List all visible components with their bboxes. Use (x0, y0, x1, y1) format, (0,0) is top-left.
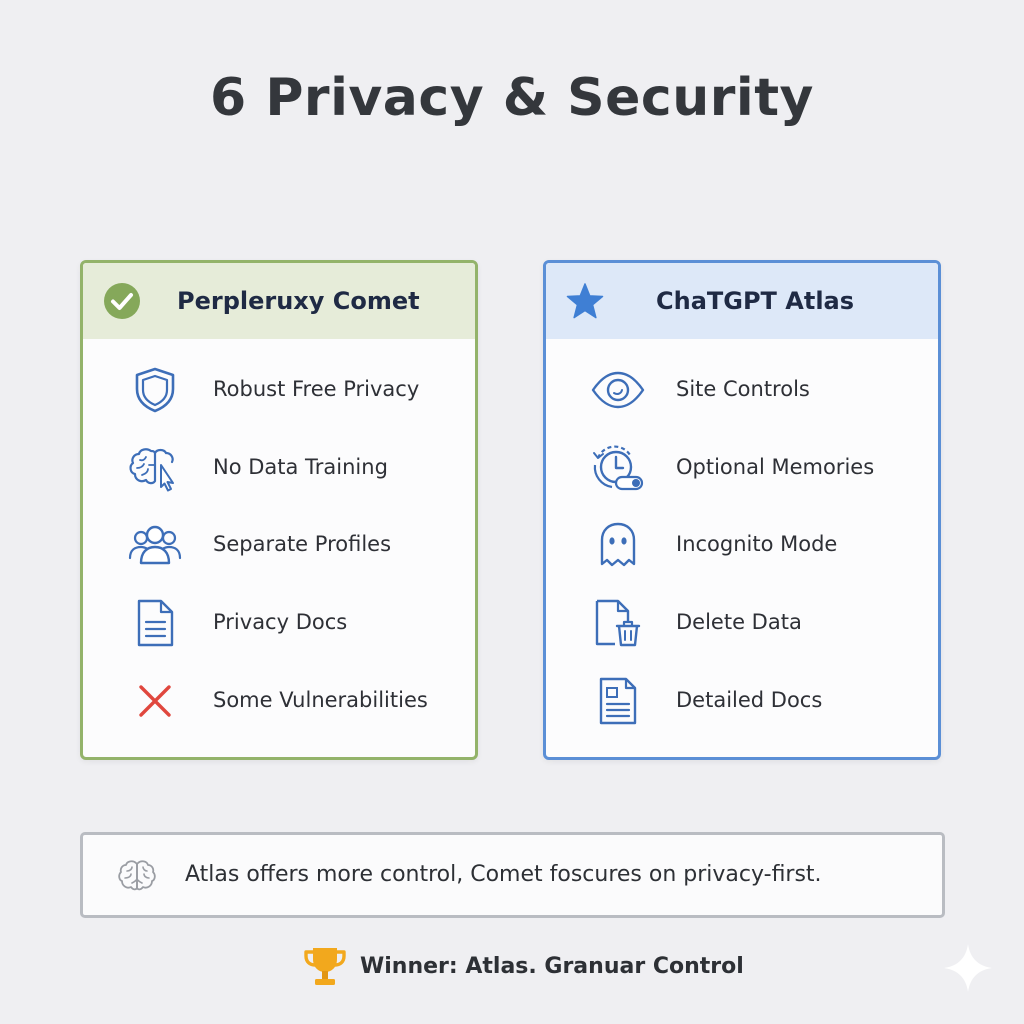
ghost-icon (590, 520, 646, 570)
clock-toggle-icon (590, 443, 646, 493)
list-item: Robust Free Privacy (83, 359, 475, 419)
list-item: No Data Training (83, 437, 475, 497)
list-item-label: Site Controls (676, 377, 810, 401)
list-item: Separate Profiles (83, 514, 475, 574)
winner-line: Winner: Atlas. Granuar Control (300, 940, 744, 992)
list-item: Privacy Docs (83, 592, 475, 652)
list-item: Optional Memories (546, 437, 938, 497)
list-item: Some Vulnerabilities (83, 670, 475, 730)
list-item-label: Privacy Docs (213, 610, 348, 634)
page-title: 6 Privacy & Security (210, 68, 814, 128)
comet-panel: Perpleruxy Comet Robust Free Privacy (80, 260, 478, 760)
list-item: Detailed Docs (546, 670, 938, 730)
list-item-label: Detailed Docs (676, 688, 823, 712)
atlas-panel-title: ChaTGPT Atlas (656, 287, 855, 315)
list-item: Site Controls (546, 359, 938, 419)
brain-cursor-icon (127, 443, 183, 493)
list-item-label: Some Vulnerabilities (213, 688, 428, 712)
document-icon (127, 598, 183, 648)
x-mark-icon (127, 676, 183, 726)
star-icon (566, 282, 604, 320)
atlas-panel: ChaTGPT Atlas Site Controls (543, 260, 941, 760)
list-item: Incognito Mode (546, 514, 938, 574)
comet-panel-header: Perpleruxy Comet (83, 263, 475, 339)
atlas-panel-header: ChaTGPT Atlas (546, 263, 938, 339)
list-item-label: Robust Free Privacy (213, 377, 420, 401)
list-item-label: Delete Data (676, 610, 802, 634)
comet-panel-title: Perpleruxy Comet (177, 287, 420, 315)
summary-text: Atlas offers more control, Comet foscure… (185, 862, 822, 887)
sparkle-icon (940, 940, 996, 996)
eye-icon (590, 365, 646, 415)
list-item: Delete Data (546, 592, 938, 652)
detailed-document-icon (590, 676, 646, 726)
check-circle-icon (103, 282, 141, 320)
document-trash-icon (590, 598, 646, 648)
winner-text: Winner: Atlas. Granuar Control (360, 953, 744, 979)
trophy-icon (300, 941, 350, 991)
list-item-label: Separate Profiles (213, 532, 392, 556)
list-item-label: Optional Memories (676, 455, 875, 479)
brain-icon (117, 857, 157, 897)
list-item-label: No Data Training (213, 455, 388, 479)
list-item-label: Incognito Mode (676, 532, 838, 556)
summary-box: Atlas offers more control, Comet foscure… (80, 832, 945, 918)
shield-icon (127, 365, 183, 415)
users-icon (127, 520, 183, 570)
